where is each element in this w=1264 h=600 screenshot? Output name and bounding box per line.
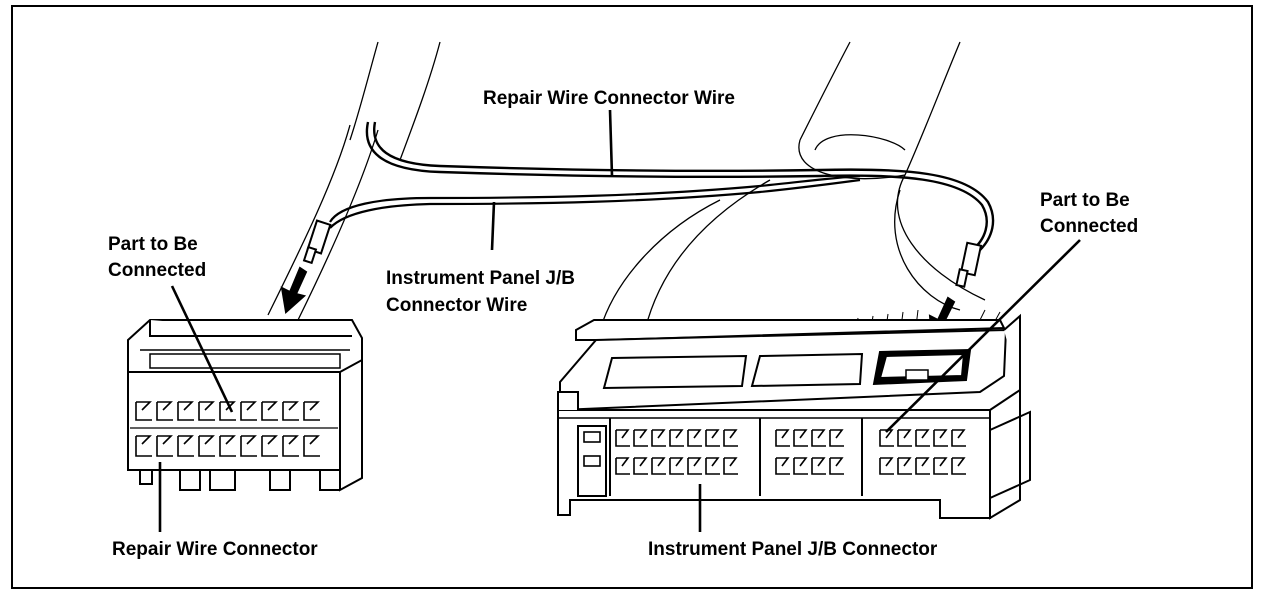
- label-ip-jb-connector-wire-line2: Connector Wire: [386, 295, 527, 316]
- leader-lines: [158, 109, 1081, 532]
- label-part-left-line1: Part to Be: [108, 234, 198, 255]
- repair-wire-connector: [127, 319, 363, 492]
- repair-wire-connector-cavities: [130, 401, 338, 457]
- repair-wire-connector-wire: [365, 121, 995, 251]
- ip-jb-connector: [557, 313, 1031, 520]
- leader-part-right: [885, 239, 1081, 433]
- label-ip-jb-connector: Instrument Panel J/B Connector: [648, 539, 938, 560]
- label-repair-wire-connector: Repair Wire Connector: [112, 539, 318, 560]
- leader-ip-jb-connector-wire: [490, 201, 496, 251]
- label-part-left-line2: Connected: [108, 260, 206, 281]
- leader-part-left: [170, 285, 234, 413]
- right-terminal: [955, 241, 983, 288]
- ip-jb-connector-wire: [329, 174, 861, 229]
- label-repair-wire-connector-wire: Repair Wire Connector Wire: [483, 88, 735, 109]
- label-ip-jb-connector-wire-line1: Instrument Panel J/B: [386, 268, 575, 289]
- harness-sleeves: [267, 41, 986, 331]
- label-part-right-line1: Part to Be: [1040, 190, 1130, 211]
- ip-jb-connector-cavities: [583, 429, 966, 475]
- left-insert-arrow-icon: [280, 266, 308, 314]
- label-part-right-line2: Connected: [1040, 216, 1138, 237]
- left-terminal: [302, 219, 332, 265]
- leader-repair-wire-connector-wire: [608, 109, 614, 177]
